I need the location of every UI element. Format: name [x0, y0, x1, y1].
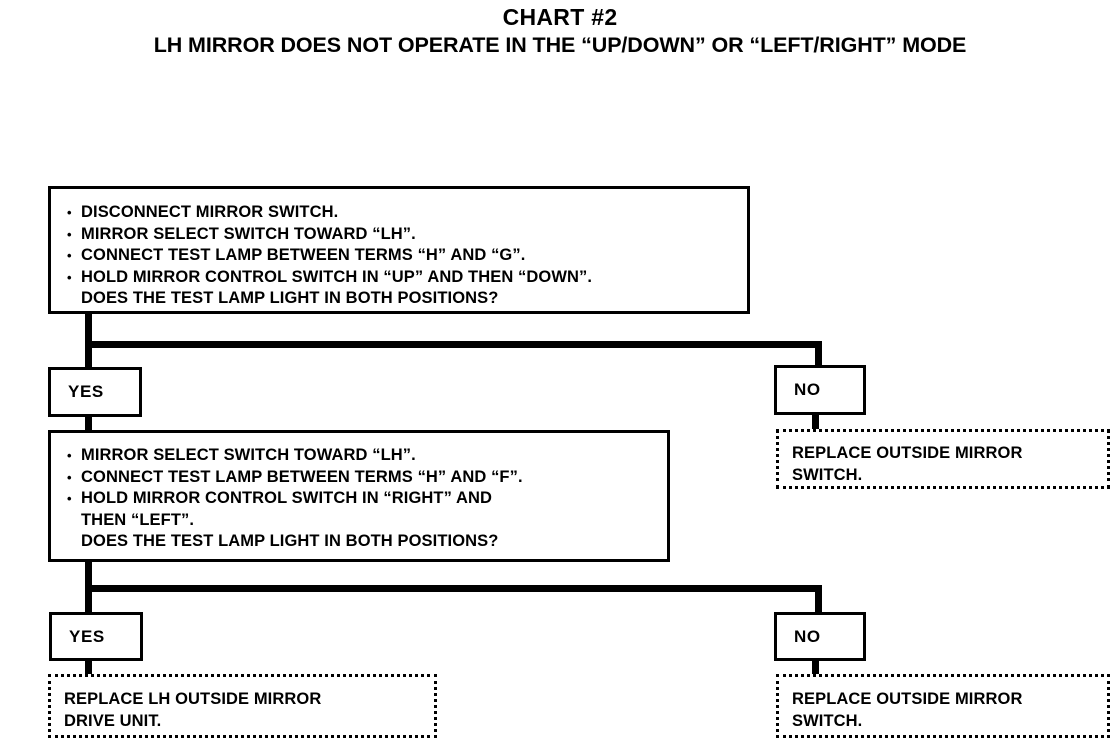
branch-2-no-label: NO — [794, 626, 821, 646]
branch-1-no-result-box: REPLACE OUTSIDE MIRROR SWITCH. — [776, 429, 1110, 489]
connector-branch2-horizontal — [85, 585, 822, 592]
branch-2-yes-label: YES — [69, 626, 105, 646]
step-1-instruction-list: DISCONNECT MIRROR SWITCH. MIRROR SELECT … — [67, 202, 747, 310]
connector-branch1-yes-down — [85, 341, 92, 369]
page-subtitle: LH MIRROR DOES NOT OPERATE IN THE “UP/DO… — [153, 33, 967, 57]
connector-no2-to-result — [812, 659, 819, 677]
branch-2-yes-result-box: REPLACE LH OUTSIDE MIRROR DRIVE UNIT. — [48, 674, 437, 738]
connector-step1-down — [85, 311, 92, 344]
step-1-line-3: CONNECT TEST LAMP BETWEEN TERMS “H” AND … — [67, 245, 747, 267]
branch-1-no-box: NO — [774, 365, 866, 415]
connector-yes2-to-result — [85, 659, 92, 677]
connector-yes1-to-step2 — [85, 415, 92, 435]
branch-2-yes-box: YES — [49, 612, 143, 661]
connector-branch2-no-down — [815, 585, 822, 614]
step-1-line-4: HOLD MIRROR CONTROL SWITCH IN “UP” AND T… — [67, 267, 747, 289]
branch-1-no-result-text: REPLACE OUTSIDE MIRROR SWITCH. — [792, 444, 1023, 484]
connector-step2-down — [85, 559, 92, 589]
step-1-instruction-box: DISCONNECT MIRROR SWITCH. MIRROR SELECT … — [48, 186, 750, 314]
step-1-line-1: DISCONNECT MIRROR SWITCH. — [67, 202, 747, 224]
page-title: CHART #2 — [502, 4, 618, 30]
chart-header: CHART #2 LH MIRROR DOES NOT OPERATE IN T… — [0, 4, 1120, 58]
branch-2-no-box: NO — [774, 612, 866, 661]
step-1-line-5: DOES THE TEST LAMP LIGHT IN BOTH POSITIO… — [81, 289, 499, 307]
step-2-line-1: MIRROR SELECT SWITCH TOWARD “LH”. — [67, 445, 667, 467]
step-2-line-2: CONNECT TEST LAMP BETWEEN TERMS “H” AND … — [67, 467, 667, 489]
branch-1-yes-box: YES — [48, 367, 142, 417]
step-1-line-2: MIRROR SELECT SWITCH TOWARD “LH”. — [67, 224, 747, 246]
branch-2-no-result-box: REPLACE OUTSIDE MIRROR SWITCH. — [776, 674, 1110, 738]
step-2-line-3: HOLD MIRROR CONTROL SWITCH IN “RIGHT” AN… — [67, 488, 667, 510]
connector-branch1-no-down — [815, 341, 822, 369]
connector-branch2-yes-down — [85, 585, 92, 614]
step-2-instruction-box: MIRROR SELECT SWITCH TOWARD “LH”. CONNEC… — [48, 430, 670, 562]
branch-1-yes-label: YES — [68, 382, 104, 401]
branch-2-no-result-text: REPLACE OUTSIDE MIRROR SWITCH. — [792, 690, 1023, 730]
connector-branch1-horizontal — [85, 341, 822, 348]
branch-2-yes-result-text: REPLACE LH OUTSIDE MIRROR DRIVE UNIT. — [64, 690, 322, 730]
branch-1-no-label: NO — [794, 380, 821, 399]
connector-no1-to-result — [812, 413, 819, 431]
step-2-instruction-list: MIRROR SELECT SWITCH TOWARD “LH”. CONNEC… — [67, 445, 667, 553]
step-2-line-4: THEN “LEFT”. — [81, 510, 195, 529]
step-2-line-5: DOES THE TEST LAMP LIGHT IN BOTH POSITIO… — [81, 532, 499, 550]
